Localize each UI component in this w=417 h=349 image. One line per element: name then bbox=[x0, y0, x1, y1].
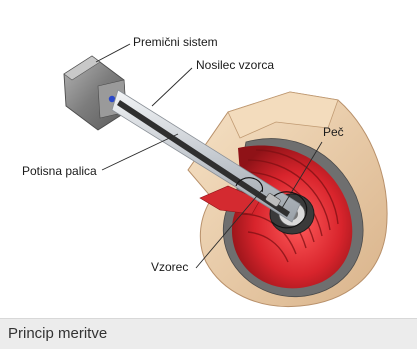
label-premicni-sistem: Premični sistem bbox=[133, 35, 218, 49]
label-potisna-palica: Potisna palica bbox=[22, 164, 97, 178]
leader-nosilec-vzorca bbox=[152, 68, 192, 106]
leader-premicni-sistem bbox=[96, 44, 130, 62]
label-pec: Peč bbox=[323, 125, 344, 139]
label-nosilec-vzorca: Nosilec vzorca bbox=[196, 58, 274, 72]
dilatometer-diagram: Premični sistem Nosilec vzorca Peč Potis… bbox=[0, 0, 417, 318]
leader-potisna-palica bbox=[102, 134, 178, 170]
label-vzorec: Vzorec bbox=[151, 260, 188, 274]
figure-caption: Princip meritve bbox=[0, 318, 417, 349]
caption-text: Princip meritve bbox=[8, 325, 107, 342]
